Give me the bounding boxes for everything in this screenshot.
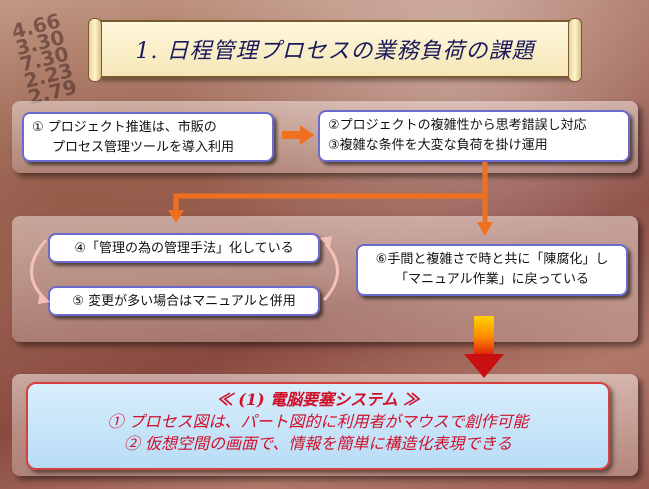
solution-title: ≪ (1) 電脳要塞システム ≫ bbox=[216, 390, 420, 409]
solution-point-2: ② 仮想空間の画面で、情報を簡単に構造化表現できる bbox=[123, 434, 513, 453]
issue-1-line1: ① プロジェクト推進は、市販の bbox=[32, 120, 217, 135]
issue-2-text: ②プロジェクトの複雑性から思考錯誤し対応 bbox=[328, 118, 587, 133]
issue-6-line1: ⑥手間と複雑さで時と共に「陳腐化」し bbox=[375, 252, 609, 267]
issue-6-line2: 「マニュアル作業」に戻っている bbox=[395, 272, 589, 287]
issue-1-line2: プロセス管理ツールを導入利用 bbox=[52, 140, 235, 155]
issue-box-4: ④「管理の為の管理手法」化している bbox=[48, 233, 320, 263]
issue-3-text: ③複雑な条件を大変な負荷を掛け運用 bbox=[328, 138, 548, 153]
issue-box-5: ⑤ 変更が多い場合はマニュアルと併用 bbox=[48, 286, 320, 316]
issue-box-6: ⑥手間と複雑さで時と共に「陳腐化」し 「マニュアル作業」に戻っている bbox=[356, 244, 628, 296]
solution-box: ≪ (1) 電脳要塞システム ≫ ① プロセス図は、パート図的に利用者がマウスで… bbox=[26, 382, 610, 470]
title-banner: 1. 日程管理プロセスの業務負荷の課題 bbox=[88, 18, 582, 82]
solution-point-1: ① プロセス図は、パート図的に利用者がマウスで創作可能 bbox=[107, 412, 529, 431]
issue-box-2-3: ②プロジェクトの複雑性から思考錯誤し対応 ③複雑な条件を大変な負荷を掛け運用 bbox=[318, 110, 630, 162]
issue-box-1: ① プロジェクト推進は、市販の プロセス管理ツールを導入利用 bbox=[22, 112, 274, 162]
page-title: 1. 日程管理プロセスの業務負荷の課題 bbox=[135, 39, 535, 64]
